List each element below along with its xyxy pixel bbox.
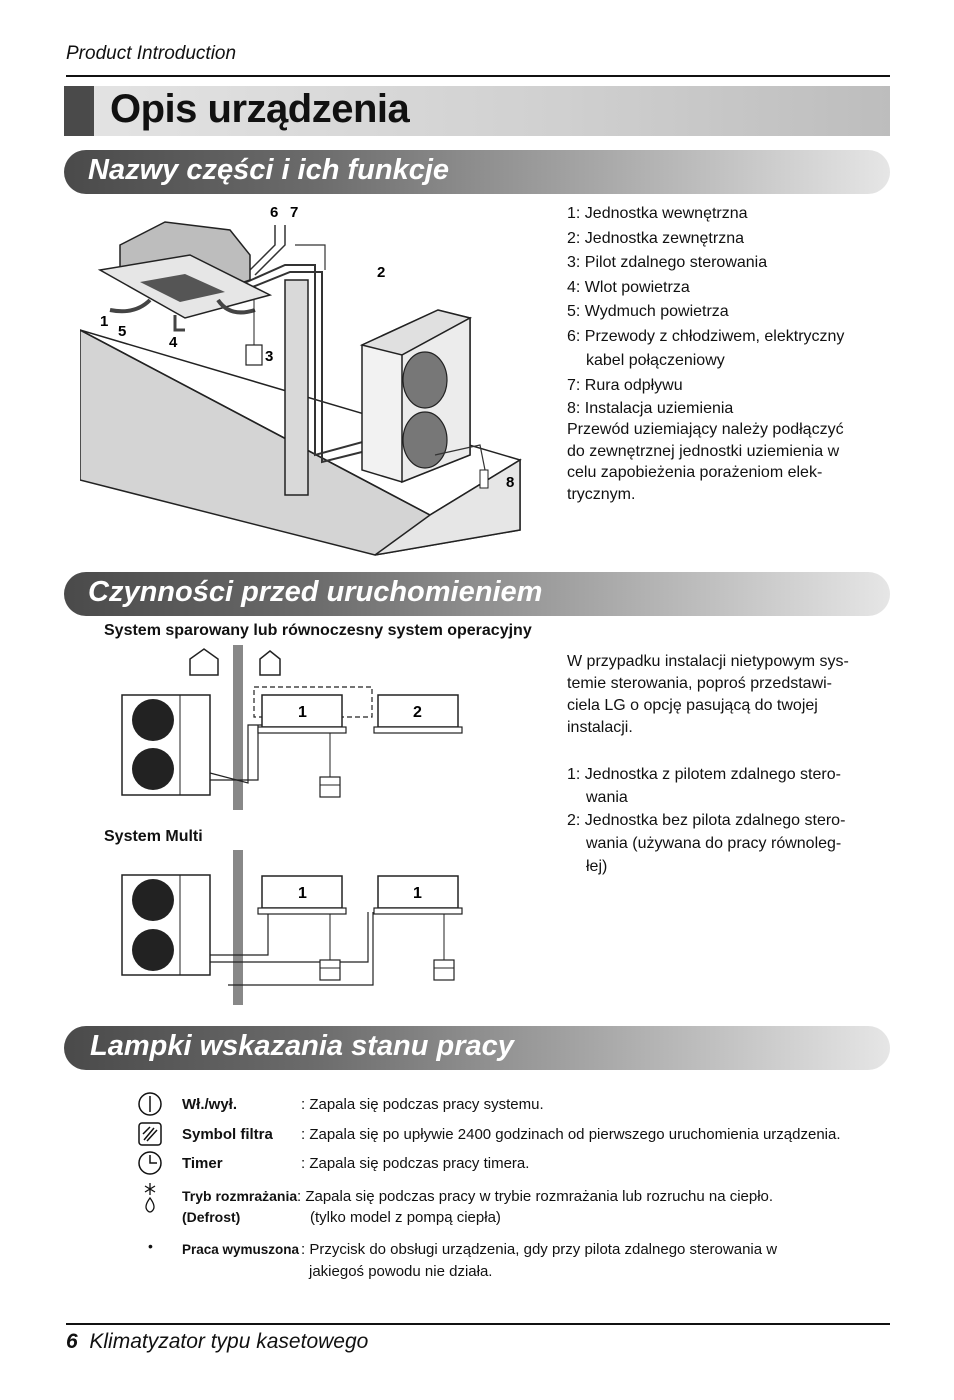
diagram-label-1: 1 [100, 313, 108, 330]
section-bar-lamps [64, 1026, 890, 1070]
install-note-line: ciela LG o opcję pasującą do twojej [567, 697, 818, 714]
lamp-name: Symbol filtra [182, 1126, 273, 1143]
ground-note-line: trycznym. [567, 485, 636, 503]
wall [233, 850, 243, 1005]
section-title-parts: Nazwy części i ich funkcje [88, 154, 450, 186]
indoor-unit-1 [261, 875, 343, 909]
ground-rod [479, 469, 489, 489]
lamp-row: Timer : Zapala się podczas pracy timera. [138, 1151, 840, 1177]
lamp-row: Wł./wył. : Zapala się podczas pracy syst… [138, 1092, 840, 1118]
diagram-label-2: 2 [377, 264, 385, 281]
diagram-label-8: 8 [506, 474, 514, 491]
installation-diagram: 6 7 2 1 5 4 3 8 [80, 204, 522, 556]
list-item: 7: Rura odpływu [567, 376, 683, 394]
paired-system-diagram: 1 2 [121, 645, 463, 810]
list-item: 4: Wlot powietrza [567, 278, 690, 296]
footer: 6 Klimatyzator typu kasetowego [66, 1330, 368, 1354]
indoor-unit-1 [261, 694, 343, 728]
page-header-label: Product Introduction [66, 43, 237, 64]
multi-system-diagram: 1 1 [121, 850, 463, 1005]
indoor-unit-2 [377, 875, 459, 909]
lamp-name: Wł./wył. [182, 1096, 238, 1113]
remote-control [433, 959, 455, 981]
wall [233, 645, 243, 810]
lamp-desc: : Przycisk do obsługi urządzenia, gdy pr… [301, 1241, 778, 1258]
list-item: 5: Wydmuch powietrza [567, 303, 729, 320]
install-note: W przypadku instalacji nietypowym sys- t… [567, 651, 849, 739]
multi-system-heading: System Multi [104, 828, 203, 845]
lamp-name-line2: (Defrost) [182, 1209, 241, 1225]
section-bar-before [64, 572, 890, 616]
vertical-wall [284, 279, 309, 496]
list-item-continuation: łej) [586, 858, 608, 875]
house-icon [259, 650, 281, 676]
install-note-line: instalacji. [567, 719, 633, 736]
section-title-before: Czynności przed uruchomieniem [88, 576, 543, 608]
section-bar-parts [64, 150, 890, 194]
multi-unit-label-2: 1 [413, 885, 422, 902]
diagram-label-3: 3 [265, 348, 273, 365]
title-marker [64, 86, 94, 136]
power-icon [138, 1092, 162, 1116]
list-item: 8: Instalacja uziemienia [567, 400, 734, 417]
defrost-icon [144, 1183, 156, 1213]
install-note-line: W przypadku instalacji nietypowym sys- [567, 653, 849, 670]
remote-control [245, 344, 263, 366]
clock-icon [138, 1151, 162, 1175]
lamp-row: Tryb rozmrażania (Defrost) : Zapala się … [140, 1182, 840, 1228]
page-number: 6 [66, 1330, 78, 1353]
paired-system-heading: System sparowany lub równoczesny system … [104, 622, 532, 639]
lamp-desc-line2: (tylko model z pompą ciepła) [310, 1209, 501, 1226]
list-item: 6: Przewody z chłodziwem, elektryczny [567, 327, 845, 345]
list-item: 2: Jednostka bez pilota zdalnego stero- [567, 812, 846, 829]
lamp-desc: : Zapala się po upływie 2400 godzinach o… [301, 1126, 841, 1143]
remote-control [319, 776, 341, 798]
filter-icon [138, 1122, 162, 1146]
lamp-row: Symbol filtra : Zapala się po upływie 24… [138, 1122, 841, 1148]
lamp-name: Praca wymuszona [182, 1242, 300, 1257]
list-item: 1: Jednostka z pilotem zdalnego stero- [567, 766, 841, 783]
bullet-icon: • [148, 1238, 153, 1254]
lamp-desc-line2: jakiegoś powodu nie działa. [309, 1263, 493, 1280]
lamp-desc: : Zapala się podczas pracy timera. [301, 1155, 530, 1172]
multi-unit-label-1: 1 [298, 885, 307, 902]
page-title: Opis urządzenia [110, 87, 410, 131]
header-rule [66, 75, 890, 77]
lamp-desc: : Zapala się podczas pracy systemu. [301, 1096, 544, 1113]
list-item: 3: Pilot zdalnego sterowania [567, 254, 768, 271]
lamp-name: Tryb rozmrażania [182, 1188, 298, 1204]
install-note-line: temie sterowania, poproś przedstawi- [567, 675, 833, 692]
diagram-label-7: 7 [290, 204, 298, 221]
lamp-desc: : Zapala się podczas pracy w trybie rozm… [297, 1188, 774, 1205]
list-item-continuation: wania [586, 789, 628, 806]
diagram-label-4: 4 [169, 334, 178, 351]
list-item-continuation: kabel połączeniowy [586, 352, 725, 369]
diagram-label-6: 6 [270, 204, 278, 221]
footer-text: Klimatyzator typu kasetowego [89, 1330, 369, 1353]
remote-control [319, 959, 341, 981]
ground-note-line: celu zapobieżenia porażeniom elek- [567, 464, 823, 481]
lamp-name: Timer [182, 1155, 223, 1172]
footer-rule [66, 1323, 890, 1325]
list-item: 2: Jednostka zewnętrzna [567, 229, 744, 247]
ground-note-line: do zewnętrznej jednostki uziemienia w [567, 442, 840, 460]
title-bar [64, 86, 890, 136]
paired-unit-label-1: 1 [298, 704, 307, 721]
list-item: 1: Jednostka wewnętrzna [567, 205, 748, 222]
pipes [244, 225, 286, 276]
section-title-lamps: Lampki wskazania stanu pracy [90, 1030, 514, 1062]
ground-note-line: Przewód uziemiający należy podłączyć [567, 421, 844, 438]
paired-unit-label-2: 2 [413, 704, 422, 721]
list-item-continuation: wania (używana do pracy równoleg- [586, 835, 842, 852]
diagram-label-5: 5 [118, 323, 126, 340]
lamp-row: • Praca wymuszona : Przycisk do obsługi … [140, 1238, 840, 1284]
house-icon [189, 648, 219, 676]
parts-list: 1: Jednostka wewnętrzna 2: Jednostka zew… [567, 202, 844, 505]
remote-list: 1: Jednostka z pilotem zdalnego stero- w… [567, 763, 845, 878]
